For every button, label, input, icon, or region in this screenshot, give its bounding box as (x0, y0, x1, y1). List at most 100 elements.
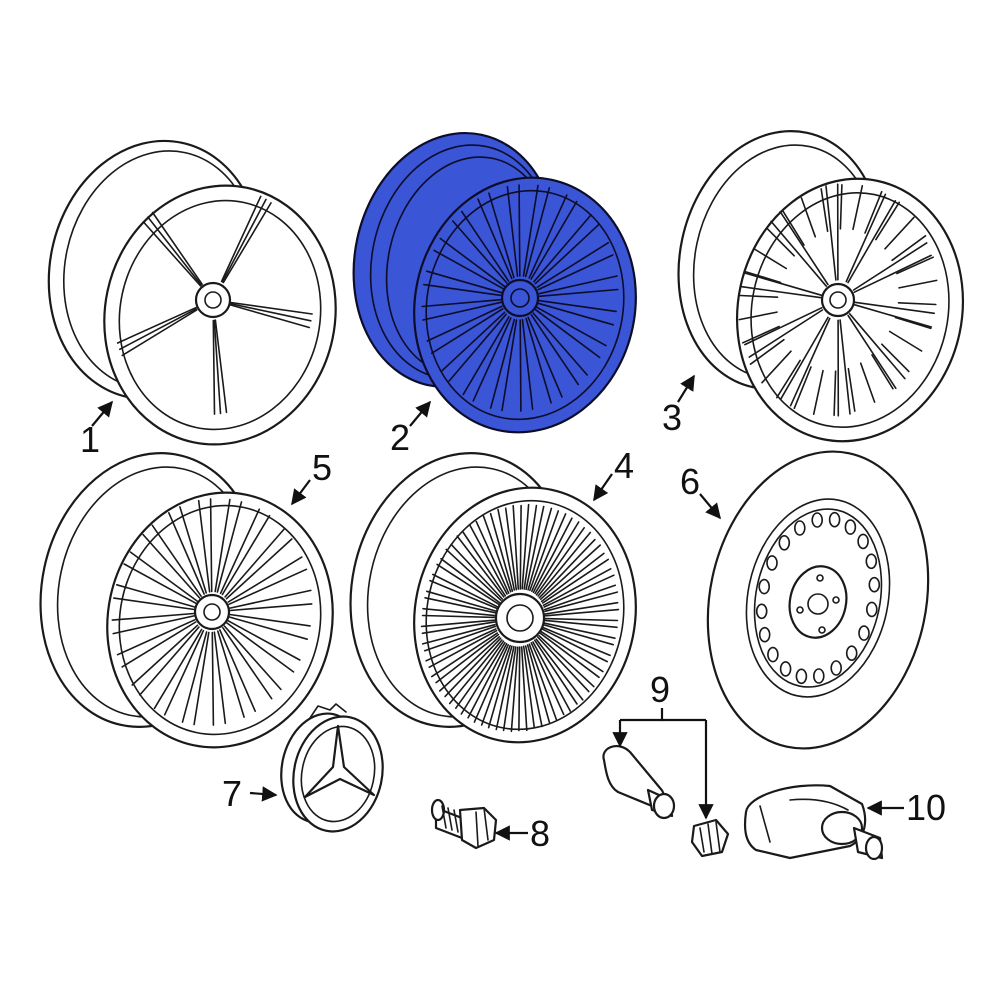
spare-wheel-part-6[interactable] (681, 431, 955, 769)
spoke (423, 283, 503, 297)
valve-stem-part-9[interactable] (602, 744, 730, 858)
spoke (845, 193, 887, 283)
spoke (535, 306, 607, 347)
spoke (880, 343, 910, 373)
spoke (538, 275, 618, 295)
vent-hole (828, 511, 841, 528)
spoke (544, 619, 618, 629)
vent-hole (845, 645, 858, 662)
spoke (833, 370, 837, 417)
spoke (537, 254, 614, 291)
center-cap-part-7[interactable] (271, 703, 393, 840)
spoke (779, 316, 829, 401)
spoke (421, 298, 502, 308)
spoke (440, 557, 501, 604)
spoke (854, 301, 936, 315)
spoke (462, 531, 507, 597)
spoke (530, 200, 578, 280)
wheel-part-5[interactable] (16, 433, 356, 769)
spoke (741, 325, 780, 344)
spoke (543, 584, 617, 611)
spoke (422, 301, 502, 321)
spoke (871, 354, 894, 390)
spoke (848, 312, 906, 380)
spoke (431, 573, 499, 608)
spoke (820, 188, 829, 233)
spoke (119, 308, 197, 351)
spoke (852, 242, 928, 291)
spoke (425, 628, 497, 662)
spoke (526, 644, 551, 724)
lug-bolt-part-8[interactable] (430, 798, 498, 850)
spoke (480, 644, 511, 726)
spoke (112, 615, 195, 635)
spoke (884, 216, 915, 250)
spoke (116, 306, 197, 344)
wheel-part-4[interactable] (326, 433, 660, 764)
spoke (430, 632, 499, 678)
spoke (789, 317, 831, 407)
spoke (543, 624, 615, 646)
wheel-part-2-highlighted[interactable] (331, 114, 660, 453)
spoke (436, 563, 500, 606)
spoke (139, 626, 200, 696)
spoke (213, 631, 227, 725)
spoke (229, 302, 312, 322)
spoke (847, 367, 856, 412)
spoke (519, 504, 522, 590)
spoke (544, 608, 620, 617)
callout-6: 6 (680, 461, 700, 502)
spoke (537, 299, 617, 313)
spoke (448, 639, 503, 705)
spoke (518, 646, 521, 732)
spoke (888, 330, 923, 352)
spoke (454, 640, 505, 710)
spoke (422, 607, 496, 617)
spoke (439, 237, 506, 288)
spoke (520, 646, 528, 732)
spoke (506, 186, 519, 278)
spoke (221, 514, 271, 596)
vent-hole (758, 626, 771, 643)
vent-hole (865, 553, 878, 570)
spoke (535, 526, 586, 596)
wheel-part-3[interactable] (655, 112, 987, 462)
spoke (536, 636, 590, 693)
spoke (229, 589, 312, 609)
spoke (525, 317, 552, 404)
spoke (534, 308, 601, 359)
vent-hole (766, 555, 778, 571)
wheel-part-1[interactable] (25, 121, 359, 466)
spoke (891, 235, 927, 262)
spoke (530, 641, 565, 716)
spoke (423, 625, 497, 652)
tpms-sensor-part-10[interactable] (743, 784, 884, 861)
spoke (896, 256, 935, 275)
spoke (775, 359, 801, 399)
vent-hole (857, 533, 869, 550)
spoke (825, 185, 837, 281)
spoke (131, 624, 199, 686)
spoke (524, 187, 551, 278)
spoke (530, 314, 580, 386)
spoke (543, 622, 616, 640)
spoke (111, 612, 195, 621)
spoke (529, 510, 560, 592)
spoke (753, 248, 788, 270)
spoke (538, 538, 596, 599)
spoke (540, 630, 604, 673)
spoke (793, 366, 812, 410)
spoke (450, 543, 504, 600)
spoke (544, 601, 619, 615)
spoke (163, 629, 205, 716)
spoke (488, 192, 515, 279)
spoke (142, 533, 201, 599)
vent-hole (830, 660, 843, 676)
spoke (761, 350, 792, 384)
spoke (456, 535, 505, 598)
spoke (209, 498, 213, 593)
spoke (501, 319, 518, 412)
spoke (898, 279, 938, 289)
vent-hole (844, 519, 857, 535)
spoke (847, 200, 897, 284)
